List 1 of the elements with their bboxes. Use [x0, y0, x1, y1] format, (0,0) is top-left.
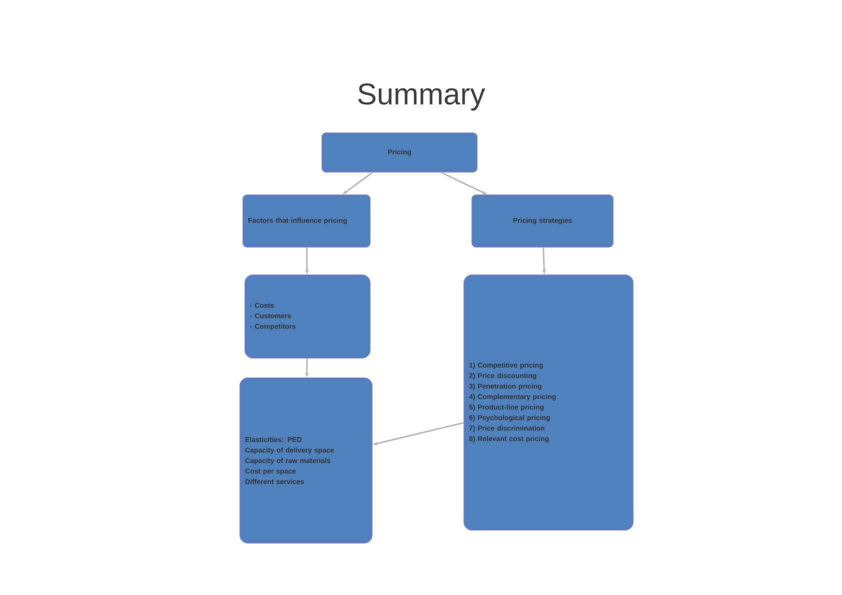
title: Summary [358, 83, 486, 111]
